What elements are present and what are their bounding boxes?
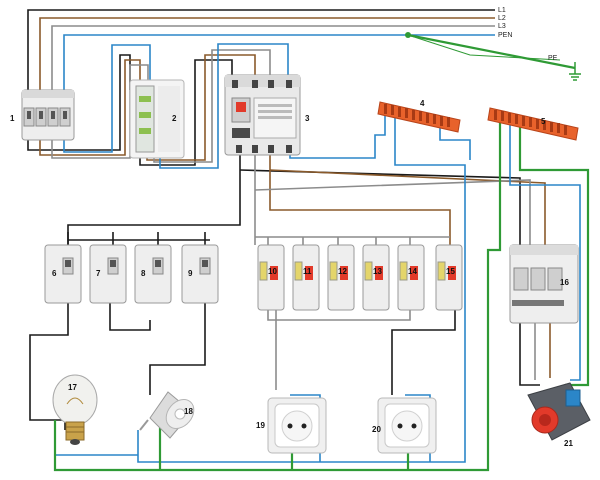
breaker-7 — [89, 244, 127, 304]
label-pen: PEN — [498, 32, 512, 39]
label-5: 5 — [541, 117, 546, 126]
label-11: 11 — [303, 267, 312, 276]
breaker-8 — [134, 244, 172, 304]
wire-15-socket20 — [391, 305, 456, 395]
breaker-11 — [292, 244, 320, 311]
label-6: 6 — [52, 269, 57, 278]
wire-l2 — [39, 17, 495, 95]
wire-2-3-black — [139, 59, 233, 166]
wire-2-3-brown — [146, 54, 256, 161]
wire-3-15-brown — [269, 150, 451, 245]
label-19: 19 — [256, 421, 265, 430]
main-switch-4pole — [21, 89, 75, 141]
wire-4-neutral-b — [439, 120, 471, 160]
light-bulb-icon — [52, 374, 98, 445]
label-l2: L2 — [498, 15, 506, 22]
label-4: 4 — [420, 99, 425, 108]
wire-5-pe-main — [53, 120, 502, 472]
breaker-14 — [397, 244, 425, 311]
wire-1-2-black — [27, 54, 131, 151]
label-21: 21 — [564, 439, 573, 448]
wire-pe-branch — [407, 34, 561, 61]
wire-16-21-black — [519, 320, 540, 386]
wire-3-16-brown — [269, 169, 546, 245]
label-2: 2 — [172, 114, 177, 123]
breaker-16-3pole — [509, 244, 579, 324]
label-14: 14 — [408, 267, 417, 276]
wire-2-3-grey — [153, 49, 271, 163]
label-l3: L3 — [498, 23, 506, 30]
wire-7-out — [109, 300, 151, 331]
label-8: 8 — [141, 269, 146, 278]
wire-10-15-bus — [255, 236, 450, 245]
breaker-6 — [44, 244, 82, 304]
breaker-10 — [257, 244, 285, 311]
rcd-device — [224, 74, 301, 156]
label-13: 13 — [373, 267, 382, 276]
wire-2-3-blue — [159, 43, 289, 169]
wire-3-4-blue — [289, 115, 386, 159]
label-pe: PE — [548, 55, 558, 62]
label-18: 18 — [184, 407, 193, 416]
industrial-socket-icon — [527, 382, 591, 441]
neutral-terminal-block — [377, 101, 461, 133]
label-10: 10 — [268, 267, 277, 276]
wire-l3 — [51, 25, 495, 95]
label-7: 7 — [96, 269, 101, 278]
breaker-13 — [362, 244, 390, 311]
supply-lines — [27, 9, 581, 95]
wire-9-spot — [149, 300, 206, 395]
label-15: 15 — [446, 267, 455, 276]
socket-20-icon — [377, 397, 437, 454]
wire-l1 — [27, 9, 495, 95]
wire-pe-21 — [518, 120, 590, 387]
wire-pen — [63, 34, 495, 95]
label-16: 16 — [560, 278, 569, 287]
breaker-15 — [435, 244, 463, 311]
wire-3-16-grey — [254, 179, 531, 245]
wire-5-21-blue — [509, 120, 581, 381]
label-12: 12 — [338, 267, 347, 276]
label-9: 9 — [188, 269, 193, 278]
pe-terminal-block — [487, 107, 579, 141]
label-l1: L1 — [498, 7, 506, 14]
wire-4-neutral-main — [137, 115, 466, 463]
breaker-9 — [181, 244, 219, 304]
label-1: 1 — [10, 114, 15, 123]
label-17: 17 — [68, 383, 77, 392]
wire-6-9-bus — [67, 232, 210, 245]
label-20: 20 — [372, 425, 381, 434]
rcd-terminals — [232, 80, 292, 153]
wire-lamp-neutral — [54, 440, 138, 456]
ground-icon — [569, 62, 581, 81]
wire-pe — [407, 33, 576, 70]
halogen-spot-icon — [139, 391, 195, 439]
wire-1-2-blue — [63, 44, 151, 153]
socket-19-icon — [267, 397, 327, 454]
label-3: 3 — [305, 114, 310, 123]
electric-meter — [129, 79, 185, 159]
breaker-12 — [327, 244, 355, 311]
